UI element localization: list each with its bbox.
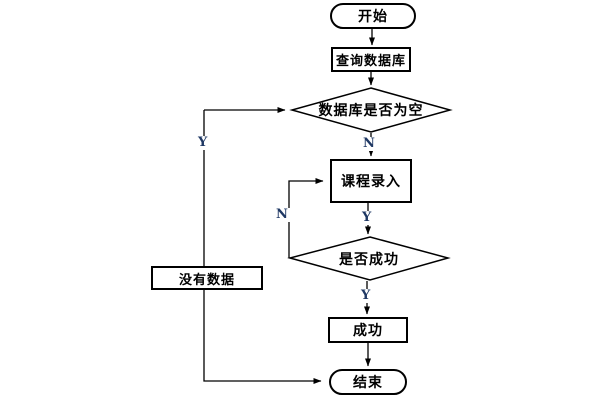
decision-db-empty-shape: [289, 87, 453, 133]
node-db-empty-check: 数据库是否为空: [292, 88, 450, 132]
node-query-db-label: 查询数据库: [335, 53, 406, 68]
node-success-check: 是否成功: [290, 237, 448, 280]
node-course-entry: 课程录入: [330, 159, 412, 203]
edge-successcheck-n-loop-to-entry: [288, 178, 324, 258]
decision-success-shape: [287, 236, 451, 281]
node-db-empty-check-label: 数据库是否为空: [318, 102, 424, 118]
node-end: 结束: [329, 369, 407, 395]
node-success-label: 成功: [353, 322, 383, 338]
node-success: 成功: [328, 317, 408, 343]
branch-label-db-empty-yes: Y: [196, 135, 210, 150]
node-start: 开始: [330, 3, 416, 29]
node-end-label: 结束: [353, 374, 383, 390]
branch-label-check-ok-yes: Y: [359, 288, 373, 303]
node-success-check-label: 是否成功: [339, 250, 399, 267]
branch-label-db-empty-no: N: [361, 136, 377, 151]
edge-left-branch-to-end: [203, 110, 322, 384]
node-course-entry-label: 课程录入: [341, 173, 401, 189]
node-query-db: 查询数据库: [331, 47, 411, 72]
branch-label-entry-to-check-yes: Y: [360, 210, 374, 225]
node-start-label: 开始: [358, 8, 388, 24]
node-no-data: 没有数据: [151, 266, 263, 290]
branch-label-check-retry-no: N: [274, 207, 290, 222]
node-no-data-label: 没有数据: [178, 271, 235, 287]
